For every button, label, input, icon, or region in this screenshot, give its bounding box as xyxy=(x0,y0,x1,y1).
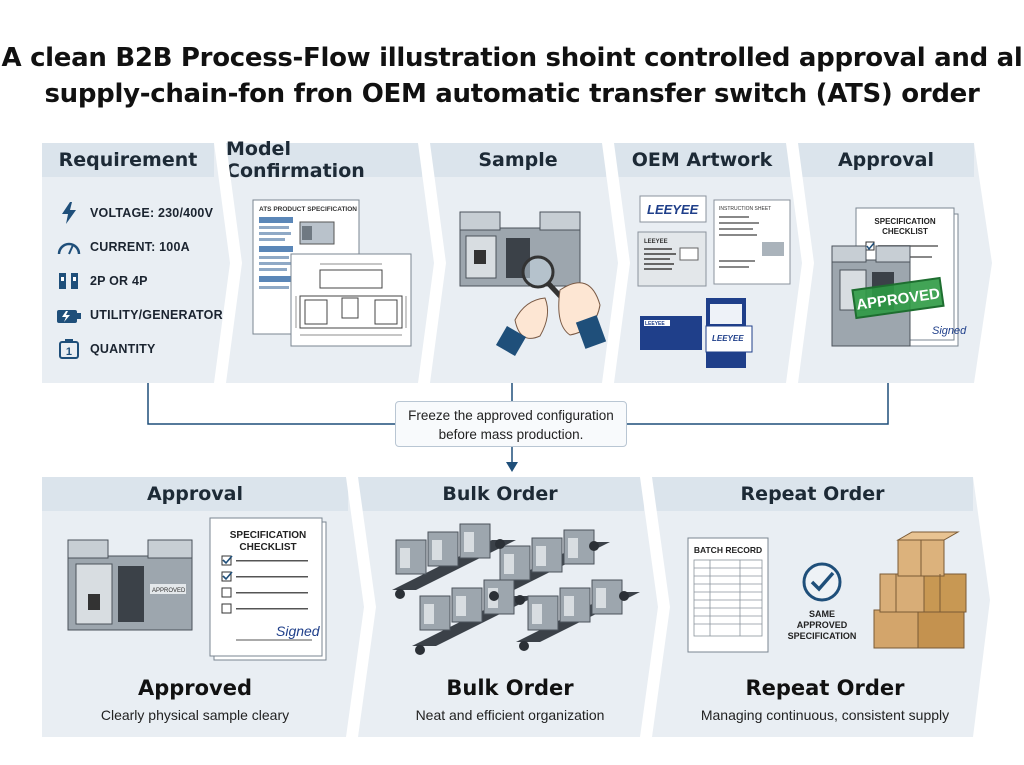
requirement-text: UTILITY/GENERATOR xyxy=(90,308,223,322)
page-title: A clean B2B Process-Flow illustration sh… xyxy=(0,40,1024,112)
check-seal-icon xyxy=(802,562,842,602)
bulk-order-subcaption: Neat and efficient organization xyxy=(415,707,605,723)
requirement-text: VOLTAGE: 230/400V xyxy=(90,206,214,220)
checklist-subtitle: CHECKLIST xyxy=(882,227,928,236)
list-item: CURRENT: 100A xyxy=(56,230,223,264)
stage-bulk-order: Bulk Order xyxy=(356,477,644,511)
box-model-label: LEEYEE xyxy=(712,334,744,343)
spec-sheet-title: ATS PRODUCT SPECIFICATION xyxy=(259,206,357,213)
freeze-note-line-1: Freeze the approved configuration xyxy=(408,408,614,423)
stage-label: Requirement xyxy=(58,149,198,171)
list-item: 2P OR 4P xyxy=(56,264,223,298)
repeat-order-caption: Repeat Order xyxy=(745,676,905,700)
requirement-text: QUANTITY xyxy=(90,342,156,356)
signature: Signed xyxy=(932,325,967,337)
gauge-icon xyxy=(56,236,82,258)
checklist-subtitle: CHECKLIST xyxy=(239,542,296,553)
stage-label: Repeat Order xyxy=(740,483,885,505)
box-brand-label: LEEYEE xyxy=(645,321,665,327)
signature: Signed xyxy=(276,623,321,639)
requirement-text: 2P OR 4P xyxy=(90,274,148,288)
stage-label: Sample xyxy=(478,149,558,171)
checklist-items xyxy=(221,555,312,641)
stage-label: Approval xyxy=(837,149,935,171)
rating-label-title: LEEYEE xyxy=(644,239,668,245)
freeze-note: Freeze the approved configuration before… xyxy=(395,401,627,447)
same-spec-line-1: SAME xyxy=(809,609,835,619)
stage-sample: Sample xyxy=(430,143,606,177)
instruction-sheet-title: INSTRUCTION SHEET xyxy=(719,206,771,212)
repeat-order-subcaption: Managing continuous, consistent supply xyxy=(700,707,950,723)
brand-logo: LEEYEE xyxy=(647,202,699,217)
list-item: VOLTAGE: 230/400V xyxy=(56,196,223,230)
generator-icon xyxy=(56,304,82,326)
list-item: 1 QUANTITY xyxy=(56,332,223,366)
stage-label: OEM Artwork xyxy=(631,149,773,171)
box-stack-icon xyxy=(873,531,967,649)
quantity-icon: 1 xyxy=(56,338,82,360)
batch-table xyxy=(693,559,763,637)
requirement-text: CURRENT: 100A xyxy=(90,240,190,254)
approval-caption: Approved xyxy=(137,676,253,700)
device-label: APPROVED xyxy=(152,588,186,594)
freeze-note-line-2: before mass production. xyxy=(438,427,584,442)
stage-model-confirmation: Model Confirmation xyxy=(226,138,422,182)
poles-icon xyxy=(56,270,82,292)
lightning-icon xyxy=(56,202,82,224)
stage-label: Approval xyxy=(146,483,244,505)
title-line-2: supply-chain-fon fron OEM automatic tran… xyxy=(44,79,980,109)
stage-repeat-order: Repeat Order xyxy=(652,477,973,511)
batch-record-title: BATCH RECORD xyxy=(694,545,762,555)
stage-requirement: Requirement xyxy=(42,143,214,177)
stage-approval: Approval xyxy=(798,143,974,177)
same-spec-line-3: SPECIFICATION xyxy=(788,631,857,641)
stage-oem-artwork: OEM Artwork xyxy=(614,143,790,177)
checklist-title: SPECIFICATION xyxy=(230,530,306,541)
list-item: UTILITY/GENERATOR xyxy=(56,298,223,332)
requirement-list: VOLTAGE: 230/400V CURRENT: 100A 2P OR 4P… xyxy=(56,196,223,366)
same-spec-line-2: APPROVED xyxy=(797,620,848,630)
title-line-1: A clean B2B Process-Flow illustration sh… xyxy=(1,43,1023,73)
stage-label: Bulk Order xyxy=(442,483,558,505)
bulk-order-caption: Bulk Order xyxy=(446,676,574,700)
stage-approval-bottom: Approval xyxy=(42,477,348,511)
approval-subcaption: Clearly physical sample cleary xyxy=(100,707,290,723)
quantity-badge: 1 xyxy=(66,346,72,358)
stage-label: Model Confirmation xyxy=(226,138,365,182)
checklist-title: SPECIFICATION xyxy=(874,217,935,226)
